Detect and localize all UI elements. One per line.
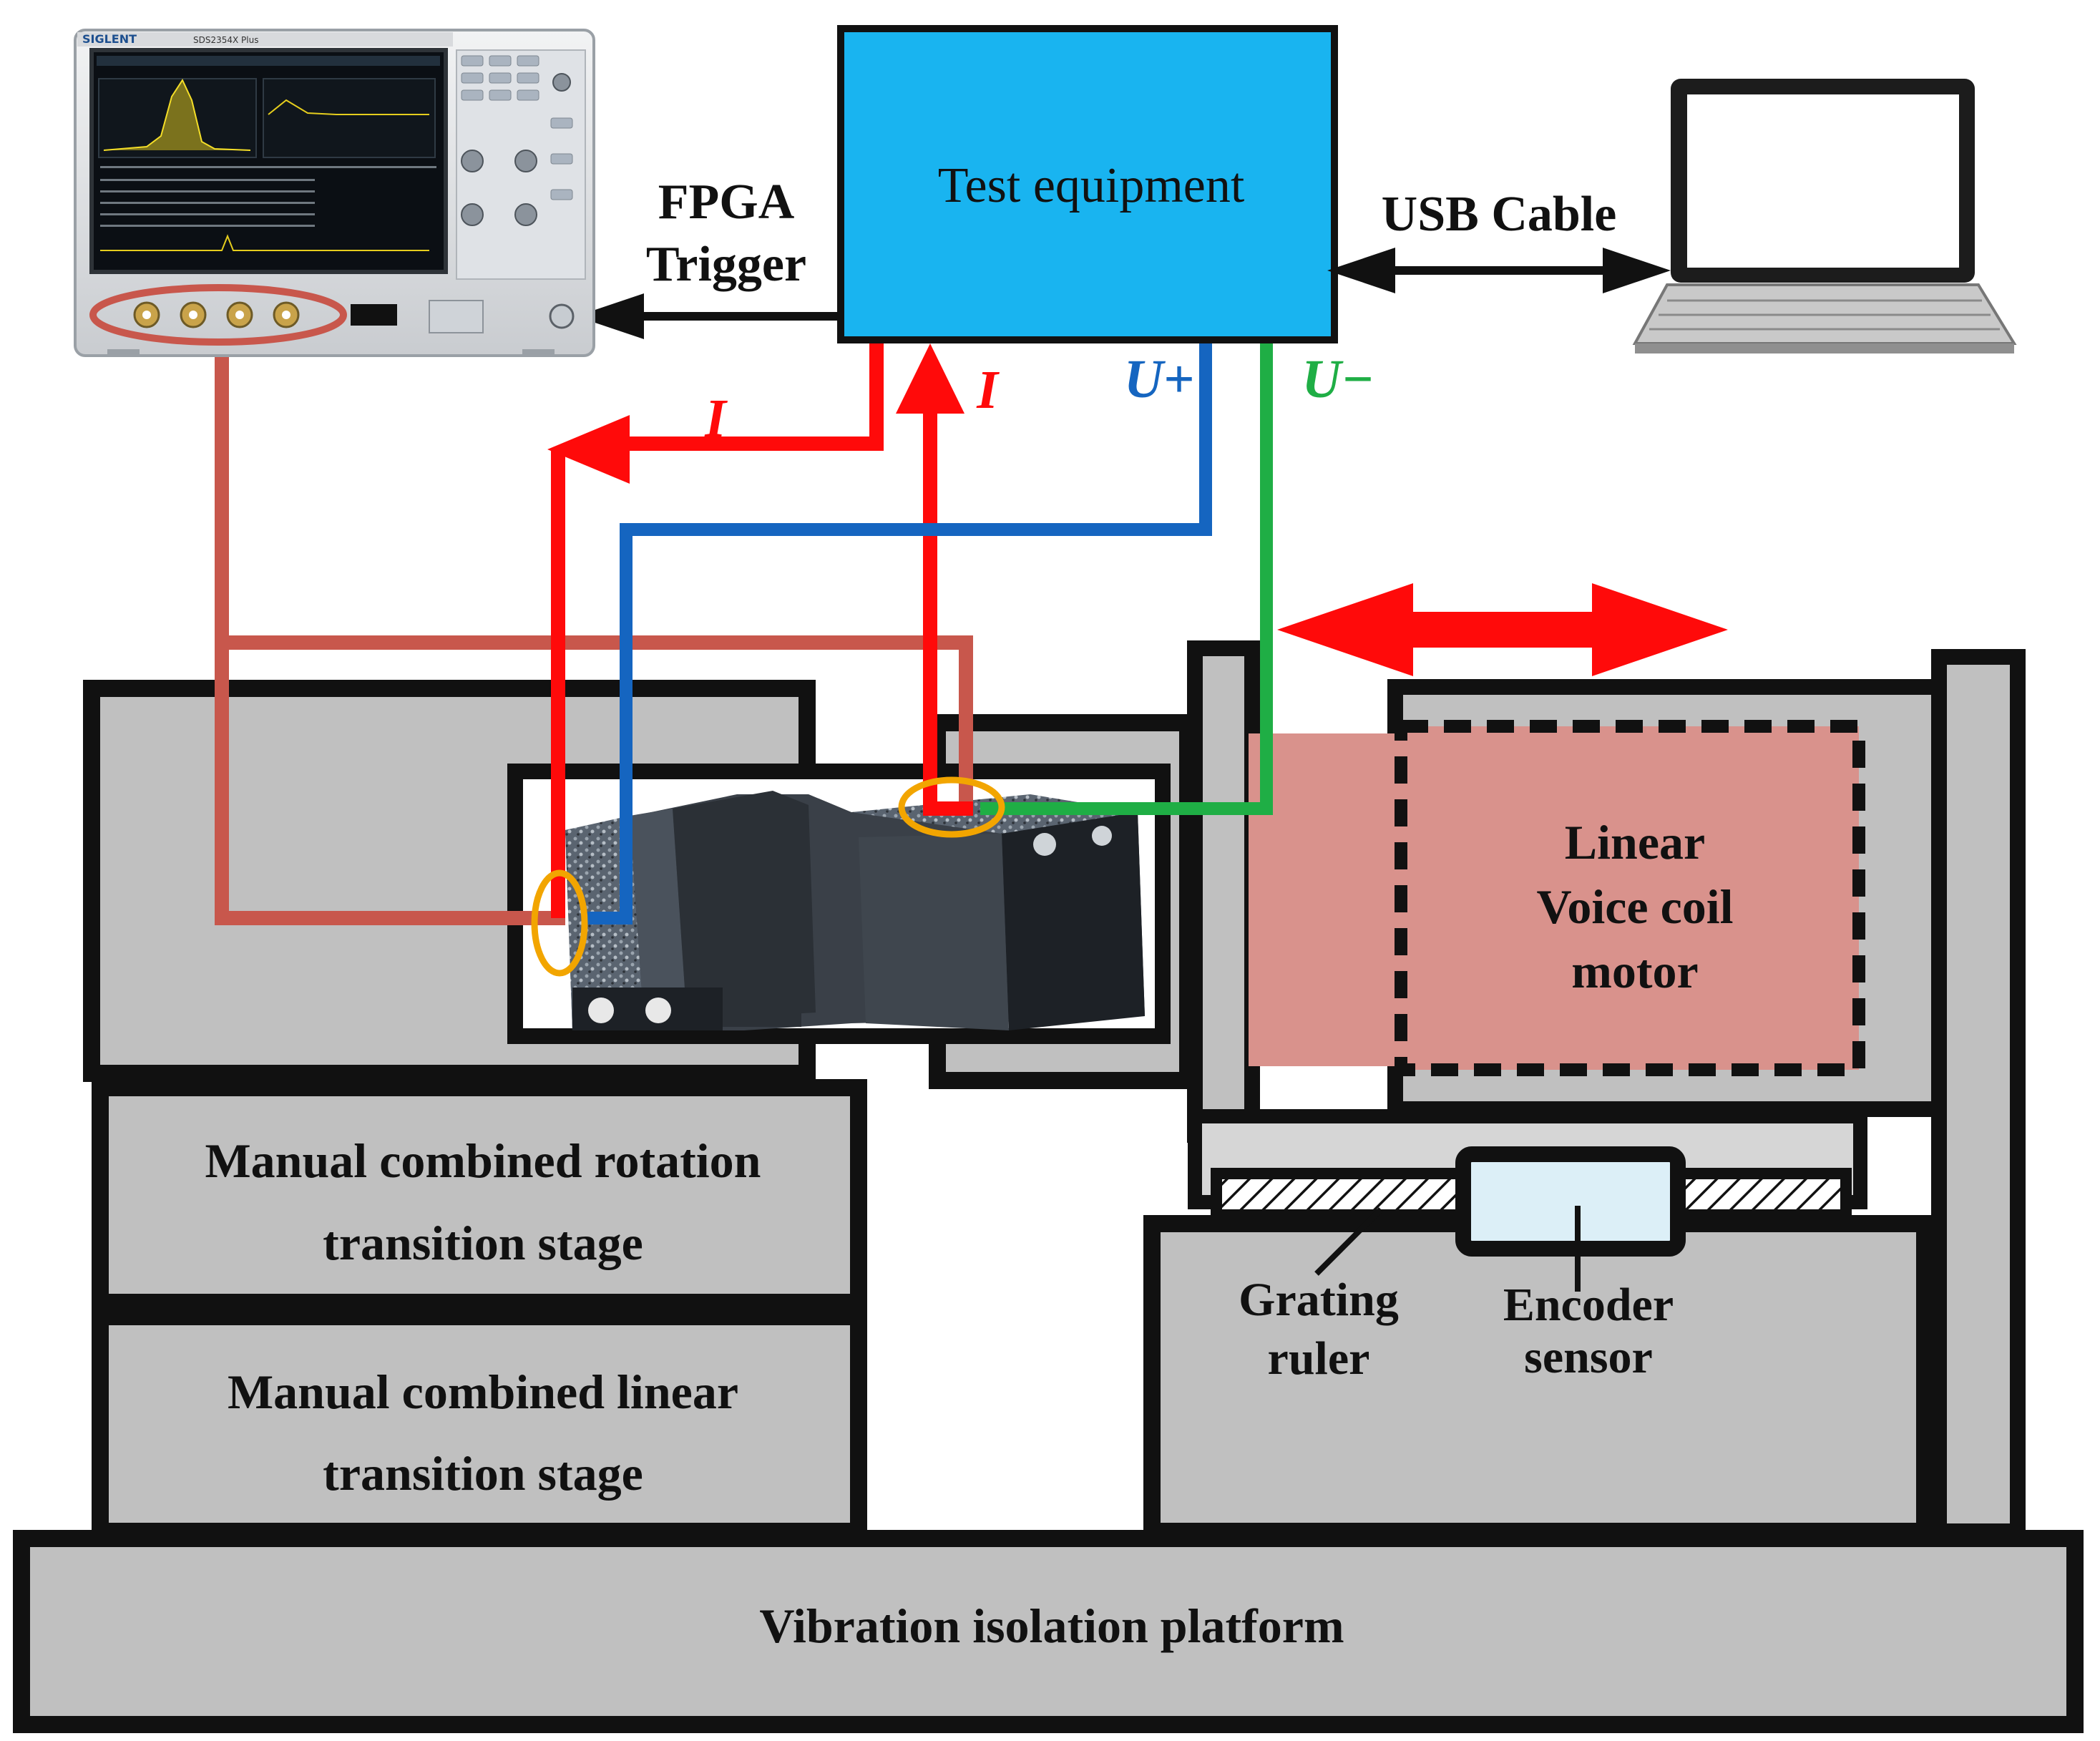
motion-double-arrow bbox=[1277, 583, 1728, 676]
u-minus-wiring bbox=[980, 340, 1273, 815]
encoder-sensor: Encoder sensor bbox=[1455, 1146, 1686, 1383]
rotation-stage-label-line2: transition stage bbox=[323, 1216, 643, 1270]
oscilloscope-brand: SIGLENT bbox=[82, 32, 137, 46]
oscilloscope: SIGLENT SDS2354X Plus bbox=[74, 29, 595, 357]
grating-ruler-label-line2: ruler bbox=[1268, 1332, 1370, 1385]
current-in-arrowhead bbox=[896, 343, 964, 414]
motor-label-line1: Linear bbox=[1565, 815, 1705, 869]
usb-cable-connection: USB Cable bbox=[1327, 187, 1671, 293]
probe-wiring bbox=[215, 340, 973, 925]
rotation-stage-label-line1: Manual combined rotation bbox=[205, 1133, 761, 1188]
platform-label: Vibration isolation platform bbox=[759, 1599, 1344, 1653]
current-in-label: I bbox=[976, 360, 1000, 420]
test-equipment-label: Test equipment bbox=[938, 158, 1245, 213]
grating-ruler-label-line1: Grating bbox=[1239, 1274, 1399, 1326]
encoder-sensor-label-line2: sensor bbox=[1524, 1331, 1653, 1383]
motor-label-line2: Voice coil bbox=[1536, 879, 1733, 934]
motor-label-line3: motor bbox=[1571, 944, 1698, 998]
device-under-test bbox=[507, 764, 1171, 1044]
rotation-transition-stage: Manual combined rotation transition stag… bbox=[92, 1079, 867, 1311]
u-plus-label: U+ bbox=[1124, 349, 1194, 409]
test-equipment-box: Test equipment bbox=[837, 25, 1338, 343]
oscilloscope-trace-peak bbox=[103, 78, 251, 151]
oscilloscope-trace-flat bbox=[268, 99, 429, 115]
current-out-label: I bbox=[704, 389, 728, 449]
encoder-sensor-label-line1: Encoder bbox=[1503, 1279, 1674, 1331]
usb-cable-label: USB Cable bbox=[1382, 187, 1617, 242]
connection-highlight-left bbox=[531, 869, 588, 977]
u-minus-label: U− bbox=[1302, 349, 1374, 409]
current-out-arrowhead bbox=[547, 415, 630, 484]
oscilloscope-input-highlight bbox=[89, 284, 347, 346]
oscilloscope-model: SDS2354X Plus bbox=[193, 35, 258, 45]
current-wiring bbox=[551, 340, 973, 918]
fpga-trigger-label-line2: Trigger bbox=[646, 237, 806, 292]
linear-stage-label-line1: Manual combined linear bbox=[228, 1365, 738, 1419]
connection-highlight-right bbox=[898, 776, 1005, 838]
fpga-trigger-connection: FPGA Trigger bbox=[576, 175, 841, 339]
linear-stage-label-line2: transition stage bbox=[323, 1446, 643, 1501]
fpga-trigger-label-line1: FPGA bbox=[658, 175, 795, 230]
laptop-computer bbox=[1632, 79, 2017, 353]
vibration-isolation-platform: Vibration isolation platform bbox=[13, 1530, 2084, 1733]
linear-voice-coil-motor: Linear Voice coil motor bbox=[1395, 720, 1865, 1076]
u-plus-wiring bbox=[587, 340, 1212, 925]
linear-transition-stage: Manual combined linear transition stage bbox=[92, 1308, 867, 1540]
